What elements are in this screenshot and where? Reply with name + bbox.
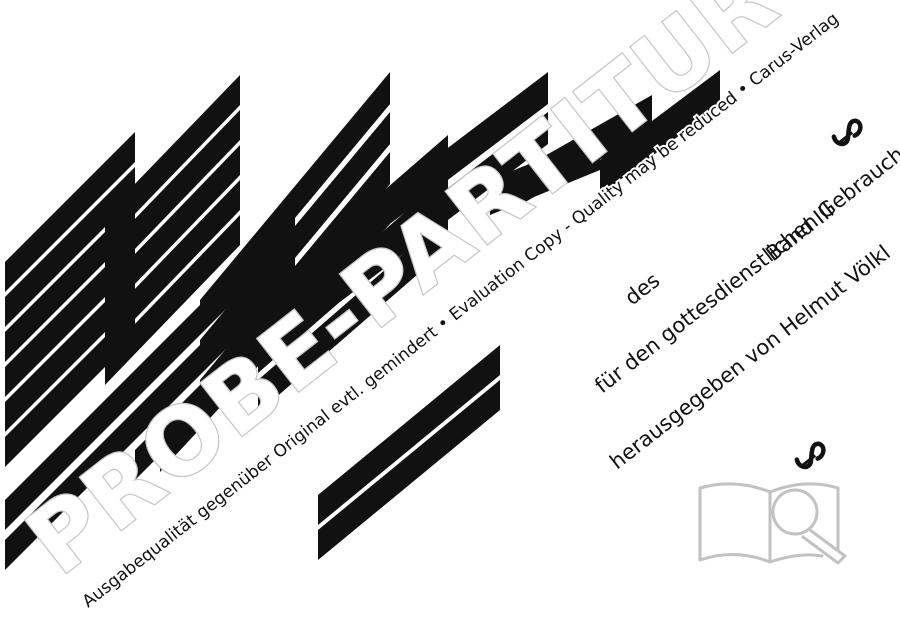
title-fragment: des: [620, 268, 664, 310]
watermark-notice-text: Ausgabequalität gegenüber Original evtl.…: [79, 9, 843, 612]
diagonal-stripe-pattern: [5, 70, 720, 570]
book-magnifier-icon: [698, 482, 847, 565]
volume-label: Band III: [761, 198, 838, 266]
carus-cv-logo-icon: [831, 118, 863, 147]
carus-cv-logo-icon: [794, 441, 826, 470]
